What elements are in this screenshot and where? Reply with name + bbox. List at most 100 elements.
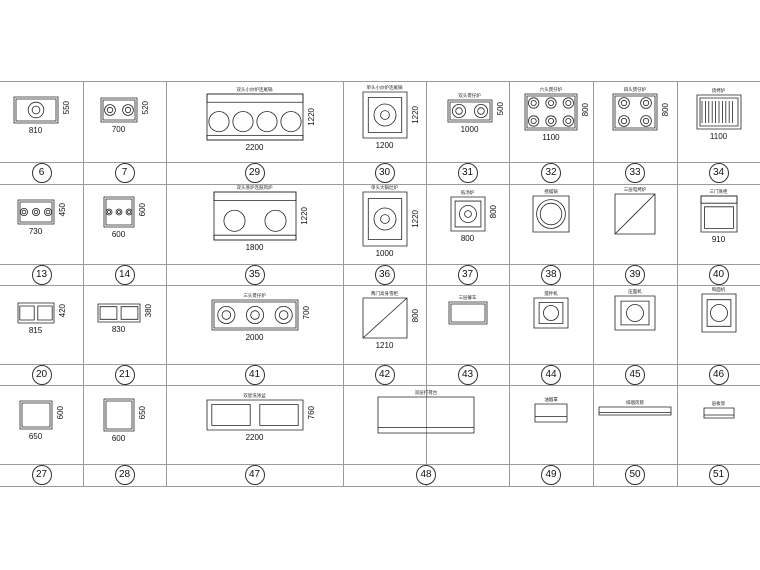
equipment-outline (449, 302, 487, 324)
item-number: 47 (244, 465, 265, 485)
equipment-outline (18, 200, 54, 224)
item-number: 48 (416, 465, 436, 485)
equipment-drawing (214, 192, 296, 240)
item-number: 36 (374, 264, 395, 285)
equipment-drawing (697, 95, 741, 129)
equipment-drawing (104, 197, 134, 227)
width-dimension: 730 (28, 227, 43, 236)
width-dimension: 600 (111, 230, 126, 239)
equipment-label: 层板架 (711, 400, 726, 406)
item-number: 28 (114, 465, 135, 485)
equipment-label: 两门高身雪柜 (371, 290, 398, 296)
height-dimension: 760 (306, 405, 316, 419)
equipment-drawing (534, 298, 568, 328)
item-number: 20 (31, 364, 52, 385)
equipment-drawing (207, 400, 303, 430)
equipment-label: 三层餐车 (458, 294, 477, 300)
item-number: 29 (244, 163, 265, 183)
equipment-drawing (14, 97, 58, 123)
height-dimension: 520 (140, 100, 150, 114)
item-number: 44 (541, 364, 561, 385)
item-number: 41 (244, 364, 265, 385)
item-number: 40 (708, 264, 729, 285)
width-dimension: 1100 (709, 131, 728, 141)
width-dimension: 1200 (375, 140, 394, 150)
equipment-label: 低汤炉 (460, 190, 475, 195)
width-dimension: 910 (711, 235, 726, 244)
equipment-label: 单头大锅灶炉 (371, 185, 398, 190)
equipment-drawing (18, 200, 54, 224)
equipment-drawing (613, 94, 657, 130)
item-number: 27 (31, 465, 52, 485)
equipment-label: 搅拌机 (544, 290, 558, 296)
equipment-outline (613, 94, 657, 130)
equipment-drawing (378, 397, 474, 433)
equipment-label: 双头小炒炉连尾锅 (236, 86, 273, 92)
equipment-drawing (704, 408, 734, 418)
equipment-outline (104, 399, 134, 431)
item-number: 38 (541, 264, 561, 285)
equipment-drawing (701, 196, 737, 232)
equipment-outline (20, 401, 52, 429)
equipment-drawing (18, 303, 54, 323)
width-dimension: 815 (28, 325, 43, 335)
width-dimension: 800 (460, 234, 475, 243)
grid-line (0, 385, 760, 386)
item-number: 51 (708, 465, 729, 485)
equipment-outline (14, 97, 58, 123)
equipment-outline (18, 303, 54, 323)
equipment-outline (535, 404, 567, 422)
equipment-drawing (535, 404, 567, 422)
equipment-label: 三门蒸柜 (709, 189, 728, 194)
width-dimension: 1210 (375, 340, 394, 350)
equipment-label: 摇摆锅 (544, 189, 558, 194)
equipment-outline (207, 400, 303, 430)
height-dimension: 650 (137, 405, 147, 419)
height-dimension: 800 (661, 102, 670, 116)
equipment-outline (451, 197, 485, 231)
equipment-label: 油烟罩 (544, 396, 558, 402)
equipment-outline (615, 296, 655, 330)
equipment-drawing (702, 294, 736, 332)
equipment-label: 六头煲仔炉 (539, 86, 563, 92)
item-number: 37 (457, 264, 478, 285)
equipment-drawing (98, 304, 140, 322)
width-dimension: 1000 (460, 124, 479, 134)
height-dimension: 550 (61, 100, 71, 114)
equipment-drawing (449, 302, 487, 324)
height-dimension: 800 (488, 205, 498, 219)
equipment-outline (363, 192, 407, 246)
width-dimension: 600 (111, 433, 126, 443)
height-dimension: 1220 (306, 107, 316, 126)
equipment-outline (104, 197, 134, 227)
item-number: 6 (31, 163, 52, 183)
width-dimension: 2000 (245, 332, 264, 342)
equipment-label: 和面机 (711, 286, 726, 292)
grid-line (0, 264, 760, 265)
item-number: 43 (457, 364, 478, 385)
equipment-outline (101, 98, 137, 122)
grid-line (0, 162, 760, 163)
item-number: 45 (625, 364, 645, 385)
grid-line (0, 464, 760, 465)
item-number: 49 (541, 465, 561, 485)
width-dimension: 1100 (542, 132, 560, 142)
width-dimension: 650 (28, 431, 43, 441)
height-dimension: 800 (581, 102, 590, 116)
item-number: 32 (541, 163, 561, 183)
equipment-outline (207, 94, 303, 140)
grid-line (0, 81, 760, 82)
grid-line (0, 285, 760, 286)
height-dimension: 1220 (299, 207, 309, 225)
equipment-drawing (363, 92, 407, 138)
item-number: 42 (374, 364, 395, 385)
height-dimension: 600 (55, 405, 65, 419)
grid-line (83, 81, 84, 486)
equipment-outline (378, 397, 474, 433)
equipment-outline (701, 196, 737, 232)
equipment-drawing (363, 298, 407, 338)
height-dimension: 700 (301, 305, 311, 319)
grid-line (677, 81, 678, 486)
equipment-drawing (451, 197, 485, 231)
width-dimension: 1800 (245, 243, 264, 252)
